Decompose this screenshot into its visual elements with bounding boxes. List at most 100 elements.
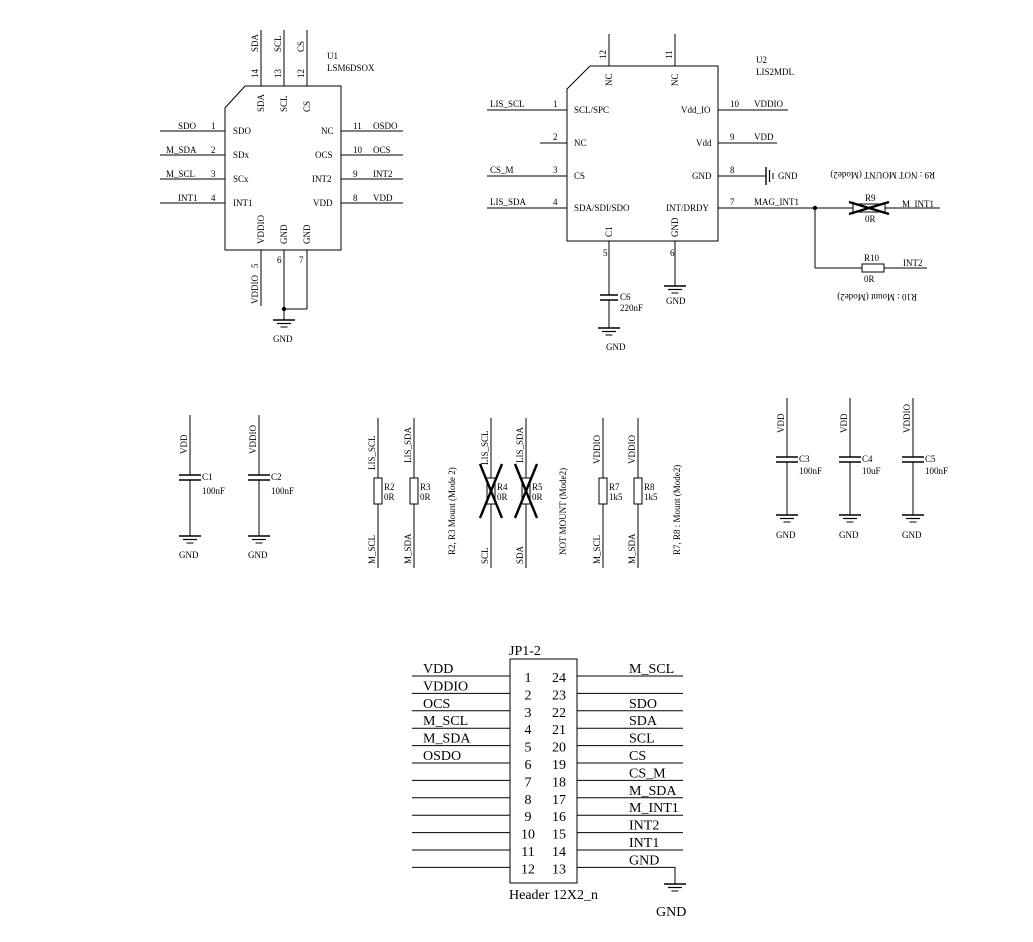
r9-ref: R9 (865, 193, 876, 203)
u1-pin-name: SDx (233, 150, 250, 160)
c1-gnd: GND (179, 550, 199, 560)
u1-right-net: VDD (373, 193, 393, 203)
u2-pin-name: SCL/SPC (574, 105, 609, 115)
header-right-pin-num: 23 (552, 688, 566, 703)
u2-pin-name: Vdd (696, 138, 712, 148)
r8-value: 1k5 (644, 492, 658, 502)
c5-gnd: GND (902, 530, 922, 540)
header-left-pin-num: 5 (525, 741, 532, 756)
header-left-pin-num: 7 (525, 775, 532, 790)
header-right-pin-num: 20 (552, 741, 566, 756)
u2-right-net: VDDIO (754, 99, 783, 109)
r2-ref: R2 (384, 482, 395, 492)
u1-part: LSM6DSOX (327, 63, 375, 73)
u2-pin-name: CS (574, 171, 585, 181)
c2-net: VDDIO (248, 425, 258, 454)
c2-value: 100nF (271, 486, 294, 496)
caps-left: VDD C1 100nF GND VDDIO C2 100nF GND (178, 415, 294, 560)
c6-ref: C6 (620, 292, 631, 302)
u1-right-pins: OSDO OCS INT2 VDD 11 10 9 8 NC OCS INT2 … (312, 121, 403, 208)
c5-net: VDDIO (902, 404, 912, 433)
header-right-net: CS (629, 749, 646, 764)
u1-pin-name: GND (302, 224, 312, 244)
u1-pin-name: INT1 (233, 198, 253, 208)
u2-pin-num: 12 (598, 50, 608, 59)
r3-top-net: LIS_SDA (403, 426, 413, 463)
u2-pin-name: GND (692, 171, 712, 181)
header-right-net: SCL (629, 732, 655, 747)
u2-pin-name: INT/DRDY (666, 203, 709, 213)
u2-pin-name: GND (670, 217, 680, 237)
u2-pin-name: NC (574, 138, 587, 148)
u1-pin-num: 5 (250, 263, 260, 268)
r3-value: 0R (420, 492, 431, 502)
r7-ref: R7 (609, 482, 620, 492)
header-right-net: INT1 (629, 836, 659, 851)
u2-part: LIS2MDL (756, 67, 794, 77)
u2-pin-num: 10 (730, 99, 740, 109)
u2-pin-num: 5 (603, 248, 608, 258)
c5-ref: C5 (925, 454, 936, 464)
r5-bottom-net: SDA (515, 545, 525, 564)
u2-right-net: MAG_INT1 (754, 197, 799, 207)
r10-value: 0R (864, 274, 875, 284)
u1-pin-num: 12 (296, 69, 306, 78)
u2-int-resistors: R9 0R M_INT1 R9 : NOT MOUNT (Mode2) R10 … (812, 170, 940, 302)
r9-note: R9 : NOT MOUNT (Mode2) (830, 170, 935, 180)
r3-bottom-net: M_SDA (403, 533, 413, 564)
u1-pin-num: 8 (353, 193, 358, 203)
u2-pin-num: 6 (670, 248, 675, 258)
u1-top-pins: SDA SCL CS 14 13 12 SDA SCL CS (250, 30, 312, 112)
u1-pin-num: 4 (211, 193, 216, 203)
u1-pin-name: SDA (256, 93, 266, 112)
r5-top-net: LIS_SDA (515, 426, 525, 463)
u1-pin-name: SDO (233, 126, 252, 136)
r4-top-net: LIS_SCL (480, 430, 490, 465)
u2-pin-num: 1 (553, 99, 558, 109)
u1-pin-name: OCS (315, 150, 333, 160)
u1-top-net: SDA (250, 33, 260, 52)
u2-pin-name: NC (670, 73, 680, 86)
u1-pin-name: CS (302, 101, 312, 112)
header-right-pin-num: 16 (552, 810, 566, 825)
r10-note: R10 : Mount (Mode2) (837, 292, 917, 302)
u1-pin-name: NC (321, 126, 334, 136)
u2-pin-name: NC (604, 73, 614, 86)
header-right-net: M_INT1 (629, 801, 679, 816)
c2-gnd: GND (248, 550, 268, 560)
u1-top-net: SCL (273, 35, 283, 52)
r3-ref: R3 (420, 482, 431, 492)
c3-value: 100nF (799, 466, 822, 476)
r2-value: 0R (384, 492, 395, 502)
header-right-pin-num: 18 (552, 775, 566, 790)
header-left-pin-num: 2 (525, 688, 532, 703)
header-right-net: CS_M (629, 766, 666, 781)
header-left-net: M_SCL (423, 714, 468, 729)
u2-pin-num: 2 (553, 132, 558, 142)
u1-pin-num: 9 (353, 169, 358, 179)
u2-left-net: CS_M (490, 165, 514, 175)
header-right-pin-num: 22 (552, 706, 566, 721)
r8-bottom-net: M_SDA (627, 533, 637, 564)
r9-value: 0R (865, 214, 876, 224)
u2-pin-name: C1 (604, 226, 614, 237)
u2-pin-name: SDA/SDI/SDO (574, 203, 630, 213)
c3-ref: C3 (799, 454, 810, 464)
c6-value: 220nF (620, 303, 643, 313)
c3-gnd: GND (776, 530, 796, 540)
u1-pin-name: SCx (233, 174, 249, 184)
r4-value: 0R (497, 492, 508, 502)
u1-pin-num: 10 (353, 145, 363, 155)
r7-bottom-net: M_SCL (592, 535, 602, 564)
c2-ref: C2 (271, 472, 282, 482)
u1-right-net: INT2 (373, 169, 393, 179)
u2-top-pins: 12 11 NC NC (598, 34, 680, 86)
header-left-pin-num: 4 (525, 723, 532, 738)
header-left-pin-num: 6 (525, 758, 532, 773)
header-left-pin-num: 9 (525, 810, 532, 825)
header-name: Header 12X2_n (509, 888, 598, 903)
u1-pin-num: 1 (211, 121, 216, 131)
